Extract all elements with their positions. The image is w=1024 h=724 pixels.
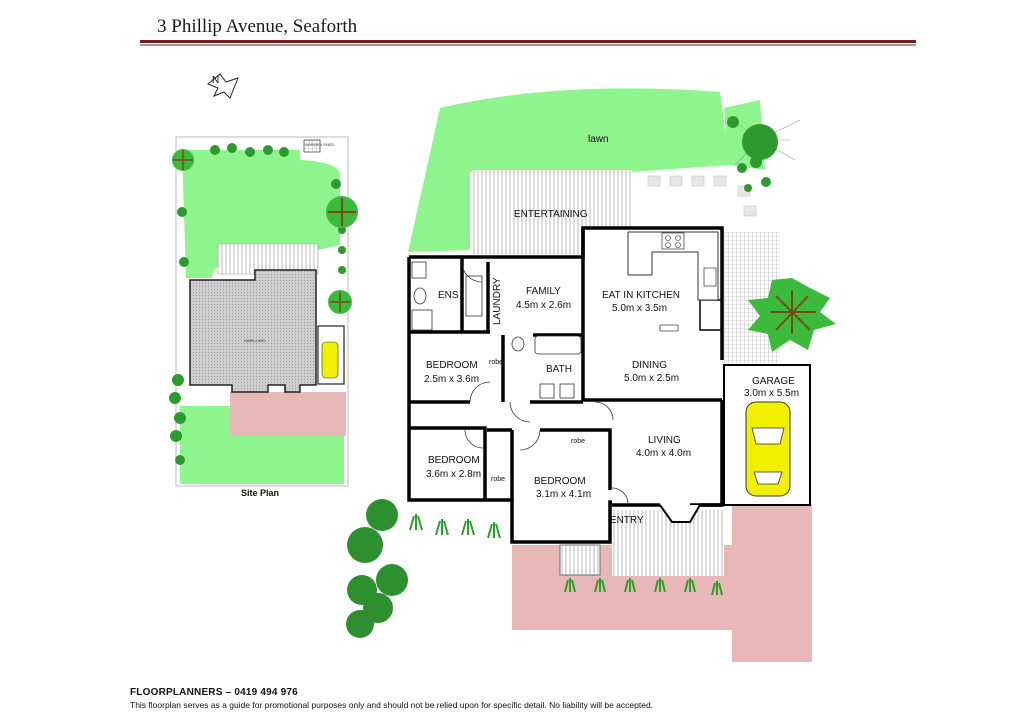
- title-rule-shadow: [140, 44, 916, 46]
- lawn-label: lawn: [588, 134, 609, 145]
- site-shed: [303, 139, 321, 153]
- kitchen-dimensions: 5.0m x 3.5m: [612, 303, 667, 314]
- dining-dimensions: 5.0m x 2.5m: [624, 373, 679, 384]
- dining-label: DINING: [632, 360, 667, 371]
- family-dimensions: 4.5m x 2.6m: [516, 300, 571, 311]
- house-walls: [407, 226, 724, 544]
- garden-tree-icon: [748, 278, 836, 352]
- robe2-label: robe: [491, 476, 505, 483]
- site-dwelling-label: DWELLING: [244, 338, 265, 343]
- bedroom1-dimensions: 2.5m x 3.6m: [424, 374, 479, 385]
- garage-label: GARAGE: [752, 376, 795, 387]
- door-swings: [461, 261, 629, 505]
- front-grass-tufts: [409, 514, 723, 596]
- garage-dimensions: 3.0m x 5.5m: [744, 388, 799, 399]
- bedroom1-label: BEDROOM: [426, 360, 478, 371]
- cooktop-icon: [661, 232, 685, 250]
- site-plan: GARDEN SHED DWELLING: [169, 136, 358, 487]
- laundry-label: LAUNDRY: [492, 277, 503, 325]
- bedroom2-label: BEDROOM: [428, 455, 480, 466]
- site-plan-caption: Site Plan: [241, 488, 280, 498]
- garden-tree-icon: [727, 116, 801, 192]
- north-arrow-icon: N: [207, 73, 239, 99]
- sink-icon: [703, 267, 717, 287]
- site-tree-icon: [172, 149, 358, 314]
- bath-label: BATH: [546, 364, 572, 375]
- robe3-label: robe: [571, 438, 585, 445]
- kitchen-bench: [627, 231, 719, 332]
- title-rule: [140, 40, 916, 43]
- site-paving: [230, 392, 346, 436]
- page-title: 3 Phillip Avenue, Seaforth: [157, 16, 358, 37]
- entry-label: ENTRY: [610, 515, 644, 526]
- entertaining-label: ENTERTAINING: [514, 209, 588, 220]
- garage-car-icon: [745, 401, 791, 497]
- bedroom3-label: BEDROOM: [534, 476, 586, 487]
- living-label: LIVING: [648, 435, 681, 446]
- front-shrubs-icon: [346, 499, 408, 638]
- entry-porch: [612, 510, 724, 576]
- bedroom3-dimensions: 3.1m x 4.1m: [536, 489, 591, 500]
- site-car-icon: [321, 341, 339, 379]
- ens-label: ENS: [438, 290, 459, 301]
- bath-fixtures: [511, 335, 582, 399]
- ensuite-fixtures: [411, 261, 483, 331]
- footer-company: FLOORPLANNERS – 0419 494 976: [130, 687, 298, 698]
- robe1-label: robe: [489, 359, 503, 366]
- footer-disclaimer: This floorplan serves as a guide for pro…: [130, 700, 654, 710]
- kitchen-label: EAT IN KITCHEN: [602, 290, 680, 301]
- north-label: N: [212, 75, 219, 86]
- driveway: [732, 504, 812, 662]
- family-label: FAMILY: [526, 286, 561, 297]
- bedroom2-dimensions: 3.6m x 2.8m: [426, 469, 481, 480]
- living-dimensions: 4.0m x 4.0m: [636, 448, 691, 459]
- stepping-stones: [647, 175, 757, 217]
- site-dwelling: [189, 269, 317, 393]
- site-shed-label: GARDEN SHED: [305, 142, 334, 147]
